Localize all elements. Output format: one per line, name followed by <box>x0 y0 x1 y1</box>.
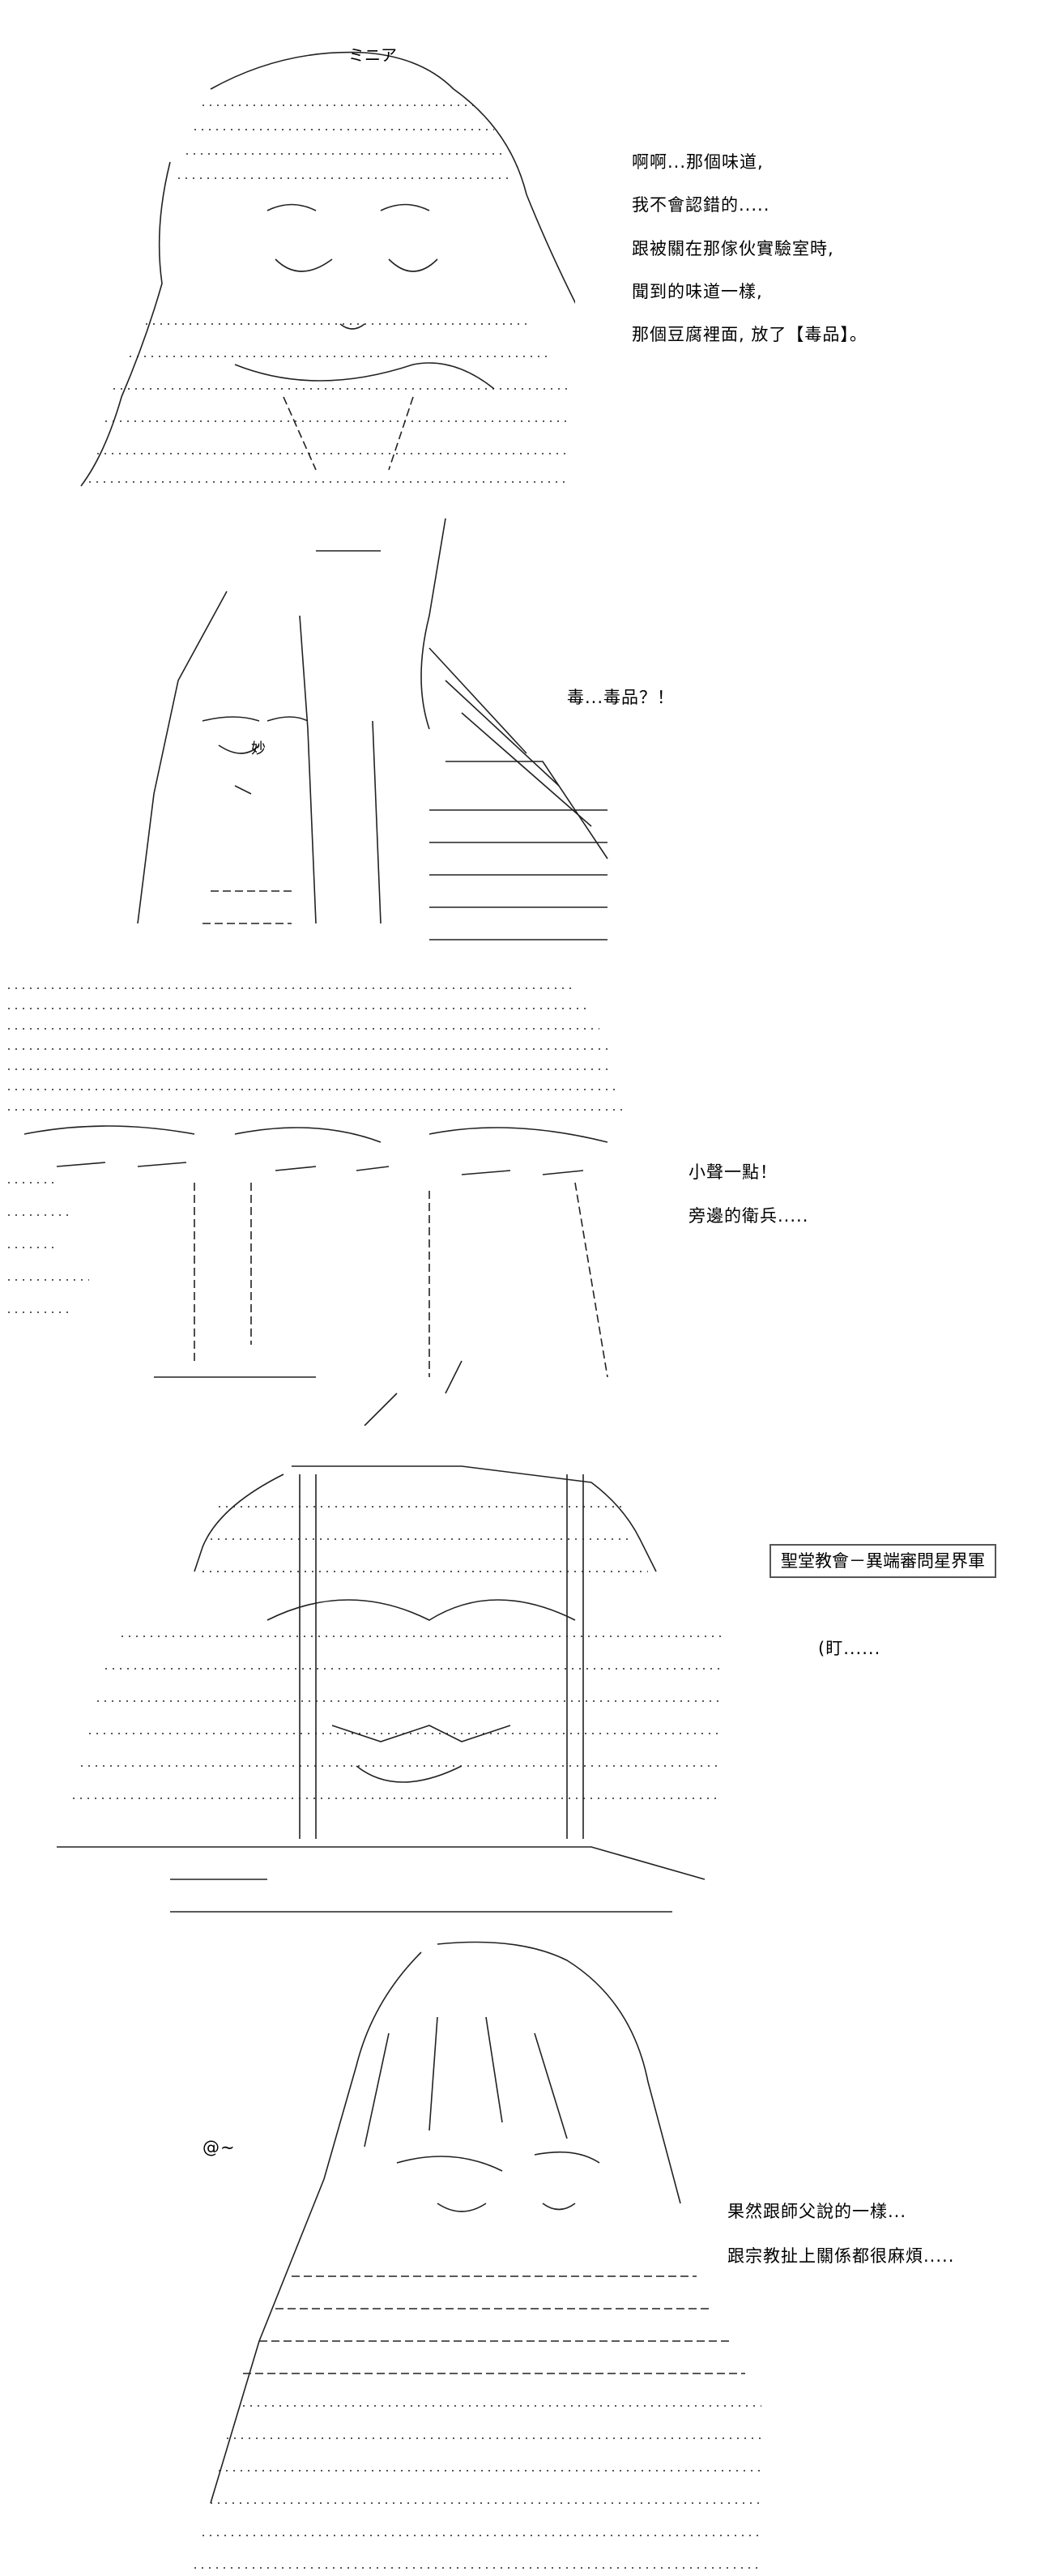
sound-effect: @~ <box>202 2138 236 2157</box>
dialogue-line: (盯...... <box>818 1639 881 1658</box>
ascii-art-soldier-4 <box>8 1458 745 1936</box>
location-caption-box: 聖堂教會－異端審問星界軍 <box>770 1544 996 1578</box>
dialogue-line: 跟被關在那傢伙實驗室時, <box>632 239 834 258</box>
art-lettering: ミニア <box>348 45 397 65</box>
dialogue-line: 聞到的味道一樣, <box>632 282 763 301</box>
ascii-art-girl-2: 妙 <box>105 518 624 948</box>
dialogue-line: 啊啊...那個味道, <box>632 152 764 172</box>
dialogue-line: 毒...毒品？！ <box>567 688 676 707</box>
dialogue-line: 我不會認錯的..... <box>632 195 770 215</box>
dialogue-line: 果然跟師父說的一樣... <box>727 2202 907 2221</box>
dialogue-line: 跟宗教扯上關係都很麻煩..... <box>727 2246 955 2266</box>
dialogue-line: 那個豆腐裡面, 放了【毒品】。 <box>632 325 868 344</box>
dialogue-line: 旁邊的衛兵..... <box>688 1206 809 1226</box>
dialogue-line: 小聲一點！ <box>688 1162 778 1182</box>
ascii-art-girl-1: ミニア <box>73 16 575 502</box>
ascii-art-girl-5 <box>194 1936 778 2576</box>
ascii-art-group-3 <box>8 972 648 1426</box>
art-lettering: 妙 <box>251 740 266 757</box>
